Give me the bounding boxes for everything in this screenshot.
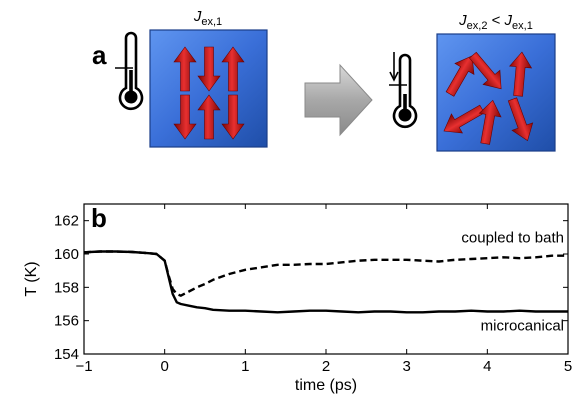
y-tick-label: 158 <box>54 279 79 296</box>
thermometer-icon-left <box>115 31 144 111</box>
panel-a-letter: a <box>92 40 107 70</box>
y-tick-label: 156 <box>54 313 79 330</box>
transition-arrow-icon <box>304 63 373 137</box>
y-tick-label: 154 <box>54 346 79 363</box>
x-tick-label: 3 <box>402 358 410 375</box>
panel-a: a Jex,1 <box>92 8 556 152</box>
series-line-coupled-to-bath <box>83 250 568 297</box>
jex2-label-right: Jex,2 < Jex,1 <box>458 12 533 32</box>
panel-b-letter: b <box>91 203 107 233</box>
x-tick-label: −1 <box>75 358 92 375</box>
series-label-microcanical: microcanical <box>481 318 564 335</box>
y-tick-label: 160 <box>54 246 79 263</box>
chart-lines <box>83 250 568 314</box>
x-tick-label: 5 <box>564 358 572 375</box>
x-tick-label: 1 <box>241 358 249 375</box>
x-axis-label: time (ps) <box>295 377 357 394</box>
y-axis-label: T (K) <box>23 261 40 296</box>
series-label-coupled-to-bath: coupled to bath <box>461 229 564 246</box>
y-tick-label: 162 <box>54 213 79 230</box>
thermometer-icon-right <box>389 52 418 129</box>
chart-ticks: −1 0 1 2 3 4 5 154 156 158 160 162 <box>54 204 572 375</box>
x-tick-label: 0 <box>160 358 168 375</box>
x-tick-label: 2 <box>322 358 330 375</box>
jex1-label-left: Jex,1 <box>193 8 222 28</box>
x-tick-label: 4 <box>483 358 491 375</box>
series-line-microcanical <box>83 250 568 314</box>
